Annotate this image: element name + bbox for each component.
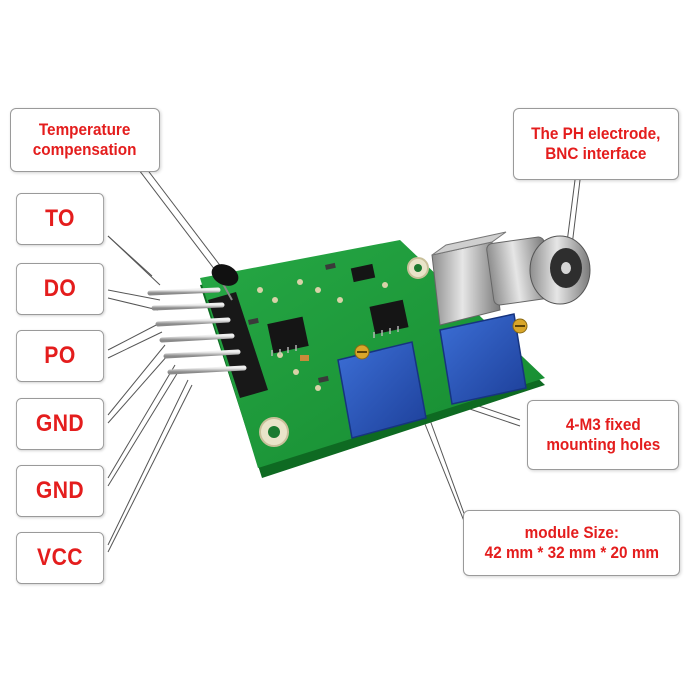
bnc-label-line-1: The PH electrode, bbox=[531, 124, 661, 144]
pin-label-po: PO bbox=[16, 330, 104, 382]
pin-label-do-text: DO bbox=[43, 275, 77, 303]
temperature-compensation-label: Temperature compensation bbox=[10, 108, 160, 172]
pin-label-gnd-2-text: GND bbox=[35, 477, 85, 505]
bnc-interface-label: The PH electrode, BNC interface bbox=[513, 108, 679, 180]
pin-label-gnd-2: GND bbox=[16, 465, 104, 517]
pin-label-po-text: PO bbox=[44, 342, 76, 370]
pin-label-to: TO bbox=[16, 193, 104, 245]
temperature-label-line-2: compensation bbox=[33, 140, 137, 159]
pin-label-vcc-text: VCC bbox=[37, 544, 83, 572]
mounting-label-line-2: mounting holes bbox=[546, 435, 660, 454]
mounting-holes-label: 4-M3 fixed mounting holes bbox=[527, 400, 679, 470]
ic-chip bbox=[267, 263, 409, 354]
mounting-label-line-1: 4-M3 fixed bbox=[565, 415, 641, 435]
pin-label-gnd-1: GND bbox=[16, 398, 104, 450]
pin-label-to-text: TO bbox=[45, 205, 75, 233]
temperature-label-line-1: Temperature bbox=[39, 120, 131, 140]
pin-label-gnd-1-text: GND bbox=[35, 410, 85, 438]
pin-header bbox=[147, 287, 268, 398]
module-size-label: module Size: 42 mm * 32 mm * 20 mm bbox=[463, 510, 680, 576]
pin-label-vcc: VCC bbox=[16, 532, 104, 584]
thermistor-icon bbox=[211, 264, 239, 301]
pin-label-do: DO bbox=[16, 263, 104, 315]
size-label-line-1: module Size: bbox=[524, 523, 619, 543]
potentiometer-icon bbox=[337, 341, 427, 439]
size-label-line-2: 42 mm * 32 mm * 20 mm bbox=[484, 543, 659, 562]
bnc-label-line-2: BNC interface bbox=[545, 144, 647, 163]
bnc-connector-icon bbox=[431, 231, 591, 326]
potentiometer-icon bbox=[439, 313, 528, 405]
